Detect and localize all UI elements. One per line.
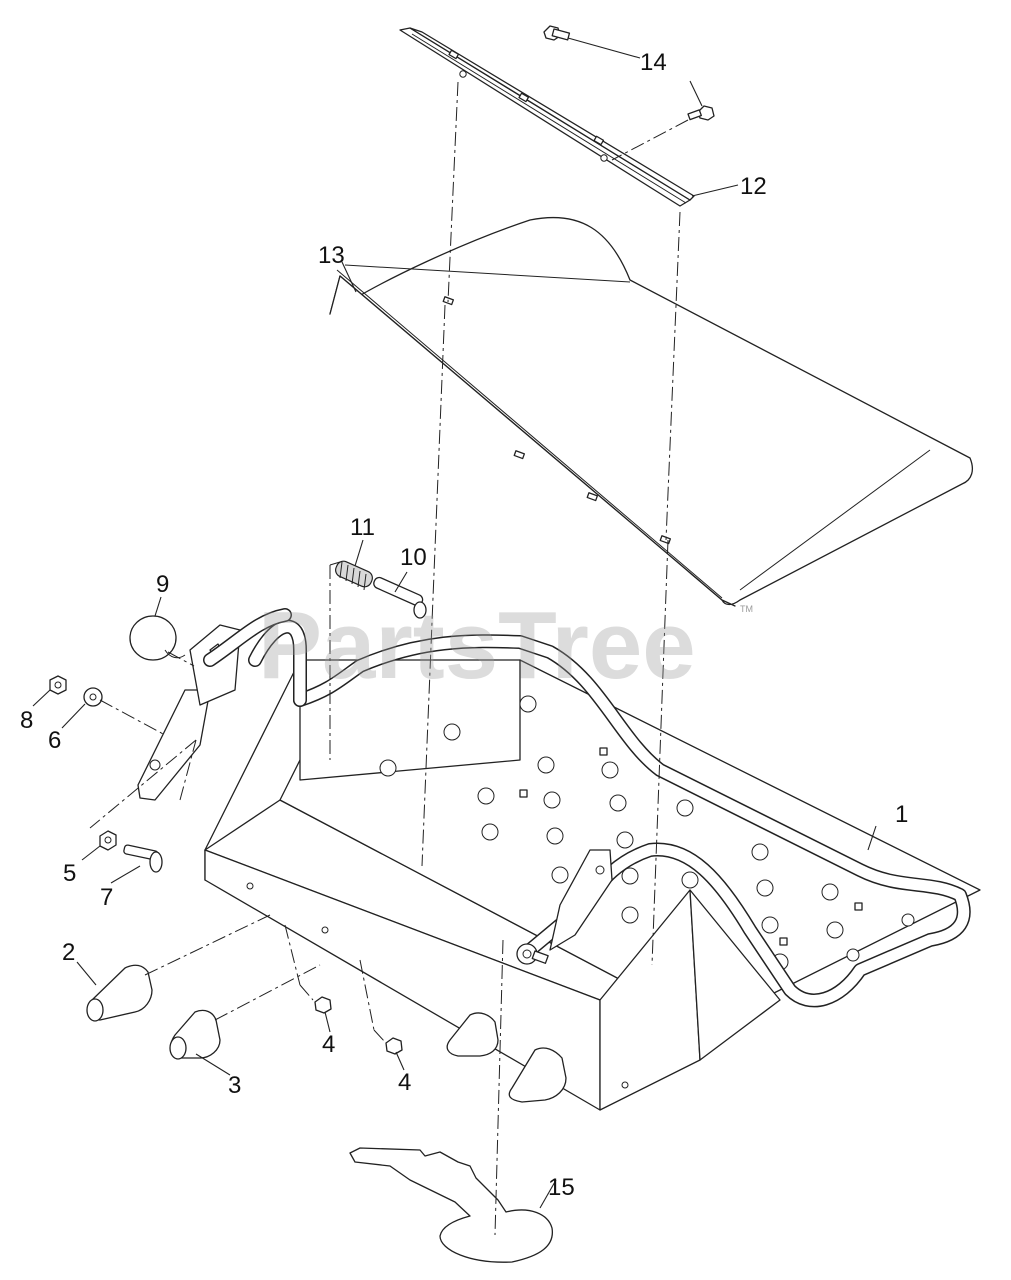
callout-10: 10	[400, 544, 427, 571]
bumper-part-2	[86, 964, 153, 1022]
bolt-part-7	[123, 844, 163, 873]
watermark: PartsTree TM	[258, 592, 753, 699]
callout-4: 4	[322, 1031, 335, 1058]
channel-bracket-part-12	[399, 27, 695, 207]
spring-part-11	[335, 560, 373, 591]
callout-14: 14	[640, 49, 667, 76]
nut-part-8	[49, 675, 67, 695]
callout-15: 15	[548, 1174, 575, 1201]
nut-part-4-second	[385, 1037, 403, 1055]
floor-dimples	[379, 695, 915, 971]
bolt-part-14	[543, 25, 571, 41]
nut-part-5	[99, 830, 117, 851]
knob-part-9	[129, 615, 186, 661]
callout-13: 13	[318, 242, 345, 269]
callout-4-second: 4	[398, 1069, 411, 1096]
decal-part-15	[349, 1147, 553, 1263]
leader-lines	[32, 37, 877, 1209]
washer-part-6	[83, 687, 103, 707]
nut-part-4	[314, 996, 332, 1014]
callout-11: 11	[350, 514, 375, 541]
callout-12: 12	[740, 173, 767, 200]
watermark-tm: TM	[740, 604, 753, 614]
pin-part-10	[373, 576, 427, 619]
callout-9: 9	[156, 571, 169, 598]
callout-6: 6	[48, 727, 61, 754]
callout-8: 8	[20, 707, 33, 734]
platform-frame-part-1	[204, 619, 981, 1111]
lever-arm	[137, 608, 292, 801]
callout-2: 2	[62, 939, 75, 966]
callout-7: 7	[100, 884, 113, 911]
callout-3: 3	[228, 1072, 241, 1099]
floor-plate-part-13	[329, 216, 973, 607]
callout-5: 5	[63, 860, 76, 887]
callout-1: 1	[895, 801, 908, 828]
mounted-bumpers	[446, 1012, 567, 1103]
assembly-lines	[89, 81, 689, 1236]
watermark-text: PartsTree	[258, 592, 696, 699]
callout-labels: 1 2 3 4 4 5 6 7 8 9 10 11 12 13 14 15	[20, 49, 908, 1201]
bolt-part-14-second	[687, 105, 715, 121]
bumper-part-3	[169, 1009, 221, 1060]
